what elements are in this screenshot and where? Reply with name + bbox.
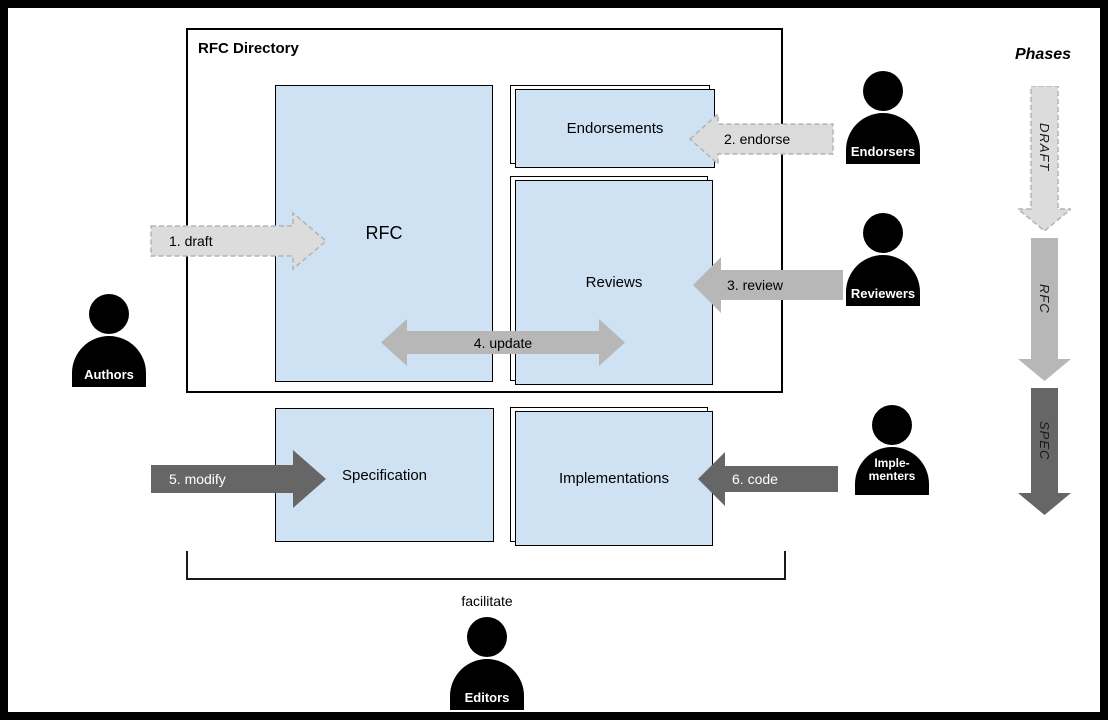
code-arrow-shape <box>698 452 838 506</box>
reviews-box-label: Reviews <box>585 274 643 291</box>
phase-draft-arrow-shape <box>1015 85 1074 232</box>
authors-body-icon: Authors <box>72 336 146 387</box>
reviewers-head-icon <box>863 213 903 253</box>
rfc-directory-title: RFC Directory <box>198 40 299 57</box>
implementers-head-icon <box>872 405 912 445</box>
phase-spec-arrow: SPEC <box>1018 388 1071 515</box>
endorse-arrow: 2. endorse <box>688 112 834 166</box>
phase-rfc-arrow-shape <box>1018 238 1071 381</box>
review-arrow: 3. review <box>693 257 843 313</box>
actor-endorsers: Endorsers <box>846 71 920 164</box>
implementers-label-line1: Imple- <box>874 455 910 470</box>
specification-box-label: Specification <box>341 466 428 484</box>
phases-title: Phases <box>1014 46 1072 63</box>
update-arrow-shape <box>381 319 625 366</box>
implementers-label-line2: menters <box>868 469 916 483</box>
code-arrow: 6. code <box>698 452 838 506</box>
actor-editors: Editors <box>450 617 524 710</box>
implementations-box-label: Implementations <box>558 470 670 487</box>
modify-arrow: 5. modify <box>151 450 326 508</box>
endorsements-box-label: Endorsements <box>566 120 664 137</box>
authors-head-icon <box>89 294 129 334</box>
authors-label: Authors <box>84 366 134 382</box>
facilitate-label: facilitate <box>461 593 513 609</box>
editors-label: Editors <box>464 689 510 705</box>
draft-arrow-shape <box>150 211 328 271</box>
rfc-box-label: RFC <box>365 223 403 243</box>
endorse-arrow-shape <box>688 112 834 166</box>
editors-body-icon: Editors <box>450 659 524 710</box>
rfc-directory-container <box>186 28 783 393</box>
phase-draft-arrow: DRAFT <box>1015 85 1074 232</box>
phase-spec-arrow-shape <box>1018 388 1071 515</box>
editors-head-icon <box>467 617 507 657</box>
endorsers-body-icon: Endorsers <box>846 113 920 164</box>
draft-arrow: 1. draft <box>150 211 328 271</box>
endorsers-head-icon <box>863 71 903 111</box>
actor-reviewers: Reviewers <box>846 213 920 306</box>
actor-implementers: Imple- menters <box>855 405 929 495</box>
actor-authors: Authors <box>72 294 146 387</box>
endorsers-label: Endorsers <box>850 143 916 159</box>
reviewers-body-icon: Reviewers <box>846 255 920 306</box>
implementers-body-icon: Imple- menters <box>855 447 929 495</box>
phase-rfc-arrow: RFC <box>1018 238 1071 381</box>
editors-bracket <box>186 551 786 580</box>
modify-arrow-shape <box>151 450 326 508</box>
endorsements-box: Endorsements <box>515 89 715 168</box>
reviewers-label: Reviewers <box>850 285 916 301</box>
update-arrow: 4. update <box>381 319 625 366</box>
implementations-box: Implementations <box>515 411 713 546</box>
review-arrow-shape <box>693 257 843 313</box>
